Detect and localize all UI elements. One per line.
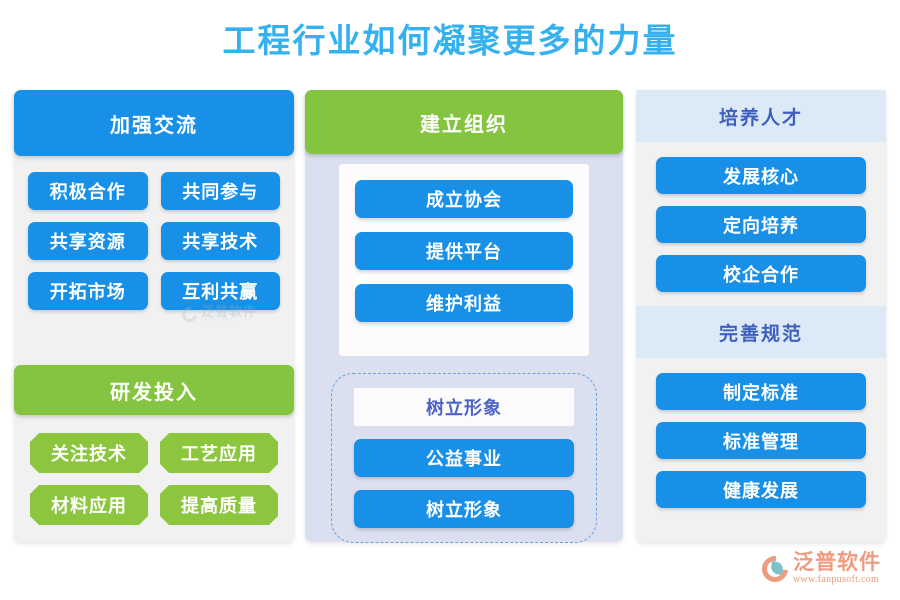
group-shulixingxiang: 树立形象 公益事业 树立形象 xyxy=(331,373,597,543)
brand-name: 泛普软件 xyxy=(793,550,881,574)
button-gongxiangjishu[interactable]: 共享技术 xyxy=(160,222,280,260)
button-hulihongying[interactable]: 互利共赢 xyxy=(160,272,280,310)
section-header-yanfatouru[interactable]: 研发投入 xyxy=(14,365,294,415)
button-tigaozhiliang[interactable]: 提高质量 xyxy=(160,485,278,525)
group-label-shulixingxiang: 树立形象 xyxy=(354,388,574,426)
button-stack-peiyangrencai: 发展核心 定向培养 校企合作 xyxy=(636,142,886,306)
column-right: 培养人才 发展核心 定向培养 校企合作 完善规范 制定标准 标准管理 健康发展 xyxy=(636,90,886,542)
button-gongxiangziyuan[interactable]: 共享资源 xyxy=(28,222,148,260)
button-stack-wanshanguifan: 制定标准 标准管理 健康发展 xyxy=(636,358,886,522)
button-fazhanhexin[interactable]: 发展核心 xyxy=(656,157,866,194)
section-header-jiaqiangjiaoliu[interactable]: 加强交流 xyxy=(14,90,294,156)
card-jianlizuzhi: 成立协会 提供平台 维护利益 xyxy=(339,164,589,356)
button-guanzhujishu[interactable]: 关注技术 xyxy=(30,433,148,473)
brand-logo-icon xyxy=(756,550,794,587)
button-xiaoqihezuo[interactable]: 校企合作 xyxy=(656,255,866,292)
section-header-peiyangrencai[interactable]: 培养人才 xyxy=(636,90,886,142)
button-tigongpingtai[interactable]: 提供平台 xyxy=(355,232,573,270)
section-header-wanshanguifan[interactable]: 完善规范 xyxy=(636,306,886,358)
page-title: 工程行业如何凝聚更多的力量 xyxy=(222,24,678,60)
column-middle: 建立组织 成立协会 提供平台 维护利益 树立形象 公益事业 树立形象 xyxy=(305,90,623,543)
button-weihuliyi[interactable]: 维护利益 xyxy=(355,284,573,322)
button-jijihezuo[interactable]: 积极合作 xyxy=(28,172,148,210)
button-gongtongcanyu[interactable]: 共同参与 xyxy=(160,172,280,210)
button-dingxiangpeiyang[interactable]: 定向培养 xyxy=(656,206,866,243)
left-lower-section: 研发投入 关注技术 工艺应用 材料应用 提高质量 xyxy=(14,365,294,525)
button-grid-jiaqiangjiaoliu: 积极合作 共同参与 共享资源 共享技术 开拓市场 互利共赢 xyxy=(14,156,294,310)
brand-url: www.fanpusoft.com xyxy=(793,574,880,585)
column-left: 加强交流 积极合作 共同参与 共享资源 共享技术 开拓市场 互利共赢 泛普软件 … xyxy=(14,90,294,542)
watermark-subtext: FANPUSOFT xyxy=(201,318,234,323)
brand-logo-text: 泛普软件 www.fanpusoft.com xyxy=(793,552,881,585)
button-zhidingbiaozhun[interactable]: 制定标准 xyxy=(656,373,866,410)
button-jiankangfazhan[interactable]: 健康发展 xyxy=(656,471,866,508)
button-gongyishiye[interactable]: 公益事业 xyxy=(354,439,574,477)
button-kaituoshichang[interactable]: 开拓市场 xyxy=(28,272,148,310)
button-grid-yanfatouru: 关注技术 工艺应用 材料应用 提高质量 xyxy=(14,415,294,525)
section-header-jianlizuzhi[interactable]: 建立组织 xyxy=(305,90,623,154)
button-chenglixiehui[interactable]: 成立协会 xyxy=(355,180,573,218)
brand-logo: 泛普软件 www.fanpusoft.com xyxy=(756,550,881,587)
button-gongyiyingyong[interactable]: 工艺应用 xyxy=(160,433,278,473)
button-shulixingxiang[interactable]: 树立形象 xyxy=(354,490,574,528)
button-cailiaoyingyong[interactable]: 材料应用 xyxy=(30,485,148,525)
button-biaozhunguanli[interactable]: 标准管理 xyxy=(656,422,866,459)
